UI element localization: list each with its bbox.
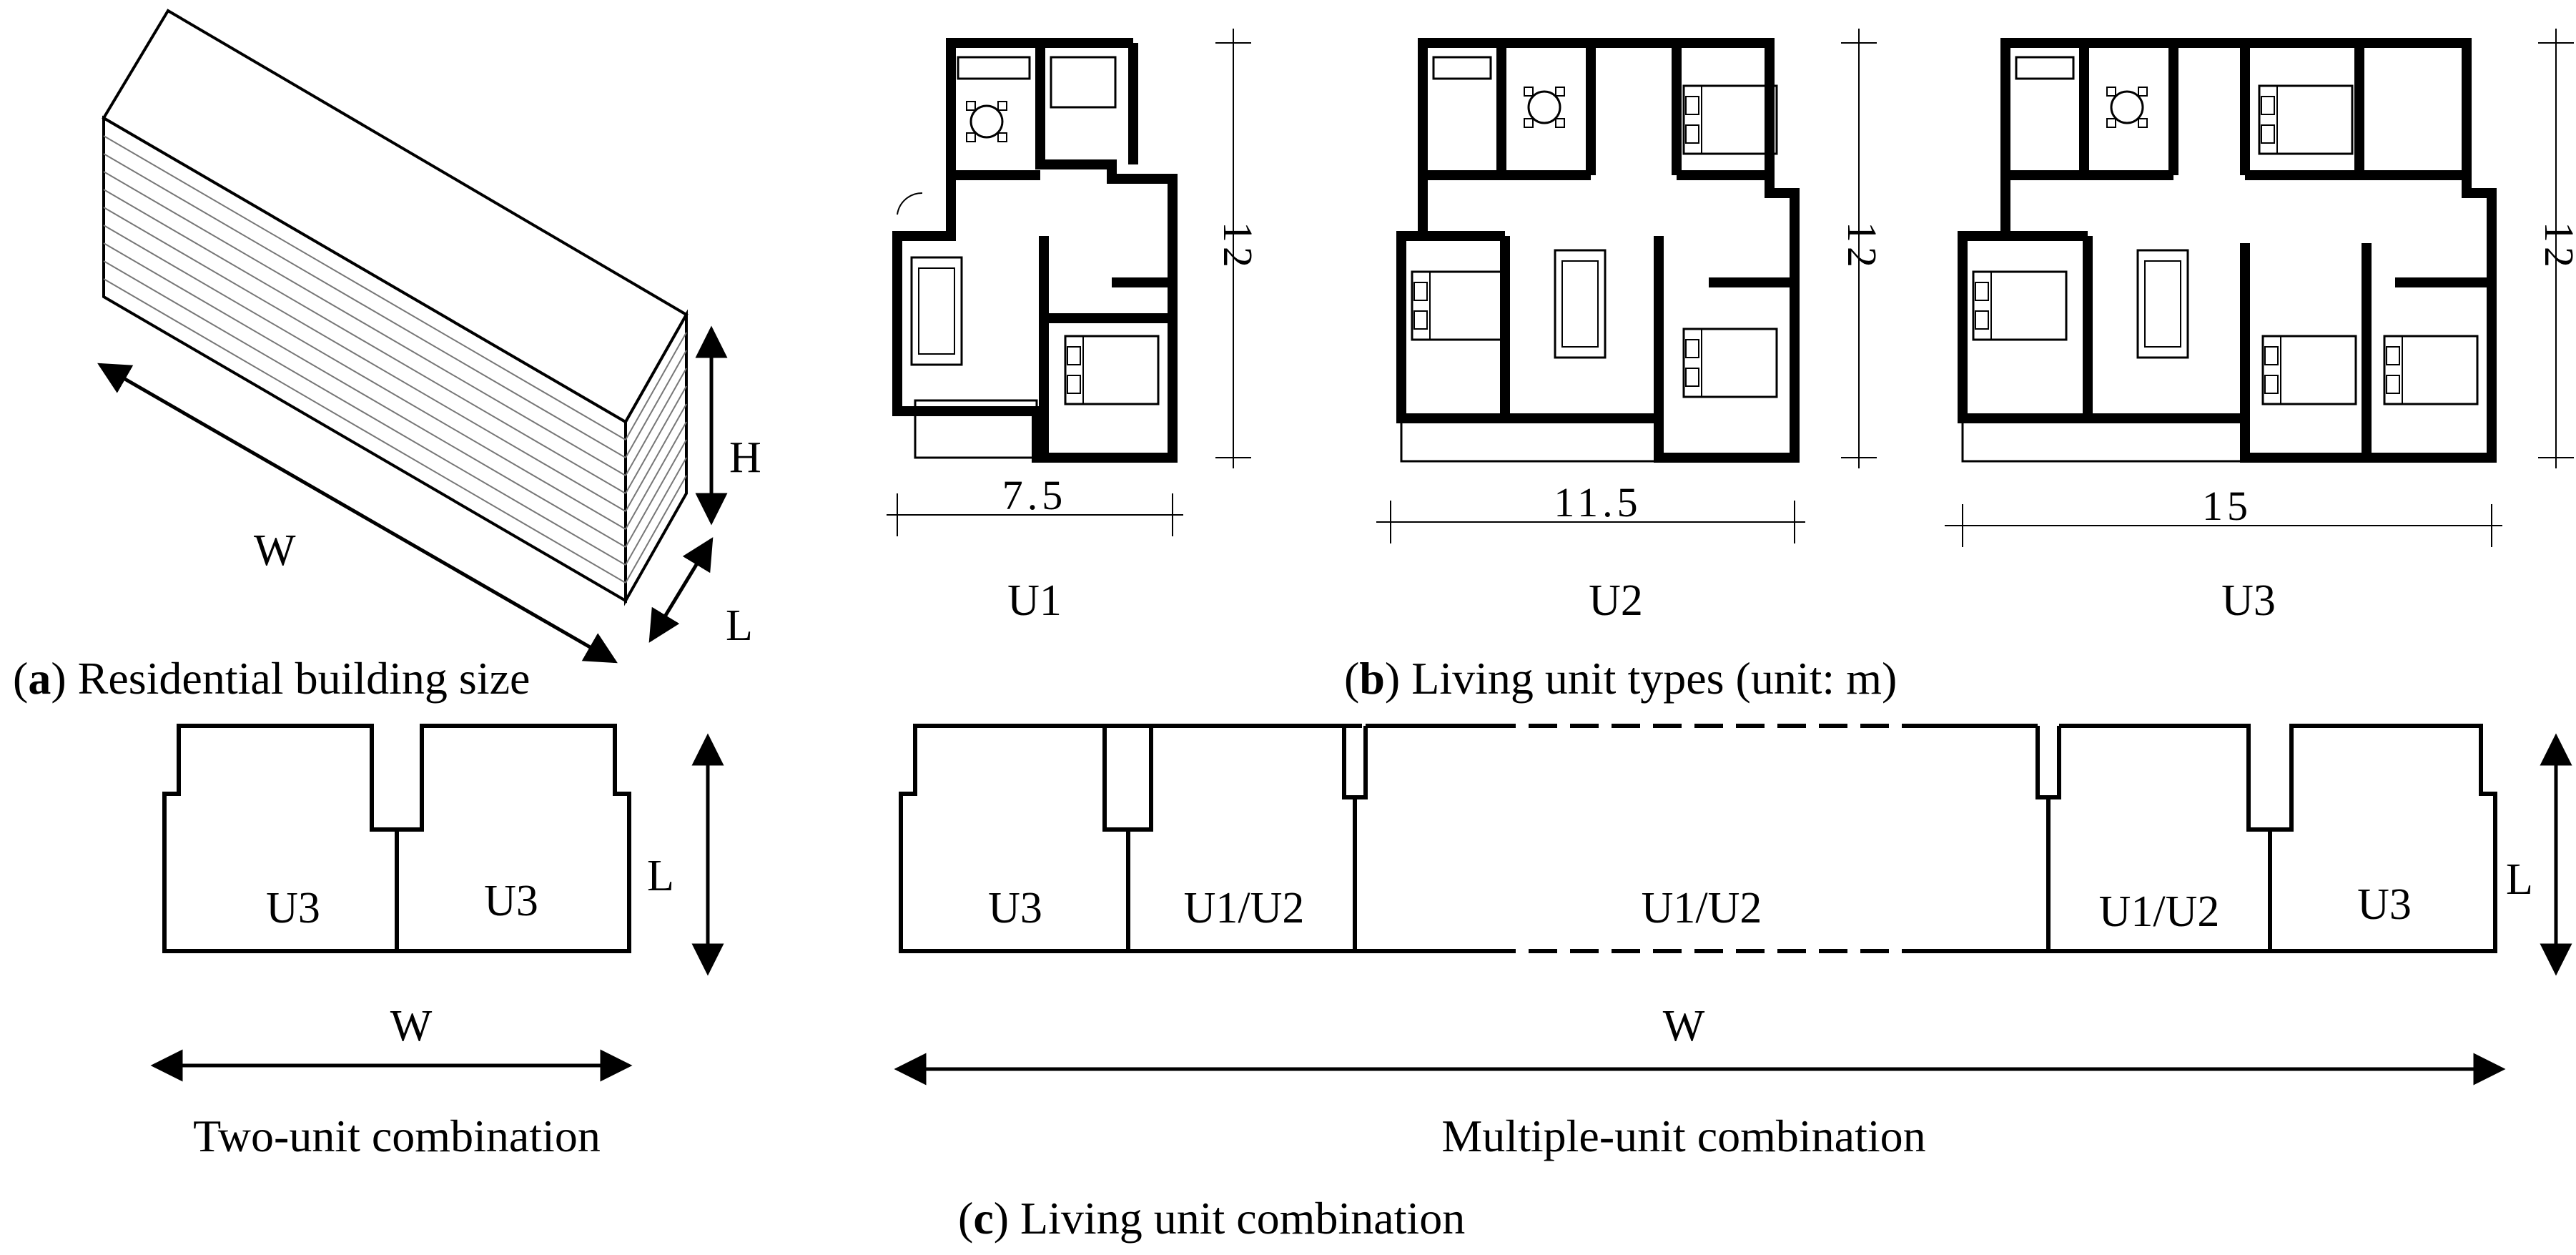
multi-unit-cell-1: U3 <box>988 884 1042 932</box>
multi-unit-length-label: L <box>2506 855 2533 904</box>
multi-unit-cell-5: U3 <box>2357 880 2412 929</box>
panel-a-building: W H L <box>97 9 761 664</box>
u1-width-label: 7.5 <box>1002 472 1067 518</box>
u1-name: U1 <box>1007 576 1062 625</box>
multi-unit-width-label: W <box>1663 1002 1705 1050</box>
u2-name: U2 <box>1589 576 1643 625</box>
two-unit-cell-1: U3 <box>266 884 320 932</box>
two-unit-width-label: W <box>390 1002 433 1050</box>
height-label: H <box>729 433 761 482</box>
width-label: W <box>254 526 296 575</box>
multi-unit-title: Multiple-unit combination <box>1441 1111 1925 1161</box>
multiple-unit-combination: U3 U1/U2 U1/U2 U1/U2 U3 L W Multiple-uni… <box>894 724 2572 1161</box>
caption-b: (b) Living unit types (unit: m) <box>1344 653 1897 704</box>
u3-name: U3 <box>2221 576 2276 625</box>
length-label: L <box>726 601 753 650</box>
length-arrow <box>648 537 714 643</box>
floor-plan-u3: 12 15 U3 <box>1945 29 2576 625</box>
multi-unit-cell-4: U1/U2 <box>2099 887 2220 936</box>
caption-a: (a) Residential building size <box>13 653 530 704</box>
u3-depth-label: 12 <box>2536 222 2576 272</box>
two-unit-title: Two-unit combination <box>193 1111 601 1161</box>
caption-c: (c) Living unit combination <box>958 1193 1465 1244</box>
multi-unit-cell-2: U1/U2 <box>1184 884 1305 932</box>
u1-depth-label: 12 <box>1215 222 1261 272</box>
width-arrow <box>97 363 618 664</box>
multi-unit-cell-3: U1/U2 <box>1642 884 1762 932</box>
u3-width-label: 15 <box>2202 483 2252 529</box>
floor-plan-u2: 12 11.5 U2 <box>1376 29 1885 625</box>
u2-depth-label: 12 <box>1839 222 1885 272</box>
u2-width-label: 11.5 <box>1554 479 1642 526</box>
floor-plan-u1: 12 7.5 U1 <box>887 29 1261 625</box>
two-unit-combination: U3 U3 L W Two-unit combination <box>150 724 724 1161</box>
two-unit-cell-2: U3 <box>484 877 538 925</box>
two-unit-length-label: L <box>647 852 674 900</box>
